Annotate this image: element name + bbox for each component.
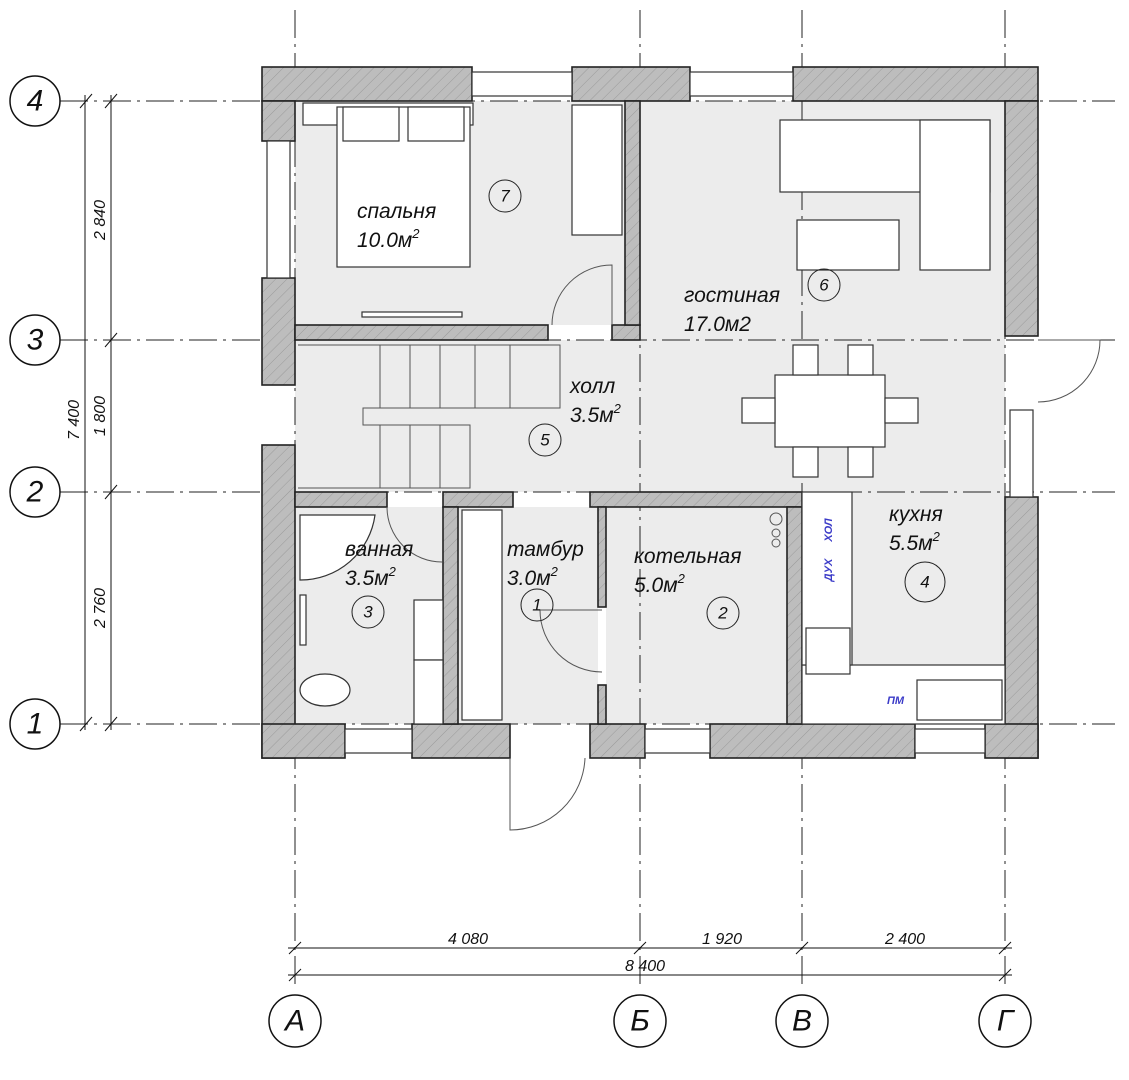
svg-text:холл: холл — [569, 375, 615, 398]
svg-text:В: В — [792, 1005, 812, 1038]
room-kitchen: кухня 5.5м2 4 — [889, 503, 946, 603]
room-bathroom: ванная 3.5м2 3 — [345, 538, 413, 629]
column-axis-markers: А Б В Г — [268, 994, 1032, 1048]
svg-text:спальня: спальня — [357, 200, 436, 223]
svg-text:Б: Б — [630, 1005, 650, 1038]
svg-text:1: 1 — [27, 708, 44, 741]
oven-label: ДУХ — [823, 558, 835, 582]
svg-text:гостиная: гостиная — [684, 284, 780, 307]
fridge-label: ХОЛ — [823, 518, 835, 543]
dim-vertical-3: 2 760 — [92, 588, 109, 629]
svg-text:3.5м2: 3.5м2 — [570, 401, 622, 427]
dim-horizontal-1: 4 080 — [448, 931, 488, 948]
dim-horizontal-3: 2 400 — [884, 931, 925, 948]
svg-text:3.5м2: 3.5м2 — [345, 564, 397, 590]
svg-text:3: 3 — [363, 603, 373, 622]
shower — [299, 514, 376, 581]
room-hall: холл 3.5м2 5 — [528, 375, 622, 457]
svg-text:6: 6 — [819, 276, 829, 295]
svg-text:ванная: ванная — [345, 538, 413, 561]
staircase — [298, 344, 561, 489]
room-living: гостиная 17.0м2 6 — [684, 268, 841, 336]
svg-text:кухня: кухня — [889, 503, 943, 526]
svg-text:5: 5 — [540, 431, 550, 450]
svg-text:тамбур: тамбур — [507, 538, 584, 561]
svg-text:котельная: котельная — [634, 545, 741, 568]
furniture — [298, 102, 1006, 725]
svg-text:1: 1 — [532, 596, 541, 615]
dim-horizontal-2: 1 920 — [702, 931, 742, 948]
stove — [805, 627, 851, 675]
svg-text:5.5м2: 5.5м2 — [889, 529, 941, 555]
appliance-labels: ХОЛ ДУХ ПМ — [823, 518, 905, 707]
svg-text:3.0м2: 3.0м2 — [507, 564, 559, 590]
coffee-table — [796, 219, 900, 271]
svg-text:А: А — [283, 1005, 305, 1038]
svg-text:7: 7 — [500, 187, 510, 206]
svg-text:3: 3 — [27, 324, 44, 357]
svg-text:2: 2 — [717, 604, 728, 623]
room-bedroom: спальня 10.0м2 7 — [357, 179, 522, 252]
dim-total-horizontal: 8 400 — [625, 958, 665, 975]
dim-vertical-2: 1 800 — [92, 396, 109, 436]
room-vestibule: тамбур 3.0м2 1 — [507, 538, 584, 622]
dishwasher-label: ПМ — [887, 695, 905, 707]
svg-text:Г: Г — [997, 1005, 1016, 1038]
dim-total-vertical: 7 400 — [66, 400, 83, 440]
sink — [413, 599, 444, 661]
dim-vertical-1: 2 840 — [92, 200, 109, 241]
wardrobe — [571, 104, 623, 236]
svg-text:10.0м2: 10.0м2 — [357, 226, 420, 252]
svg-text:5.0м2: 5.0м2 — [634, 571, 686, 597]
svg-text:4: 4 — [27, 85, 44, 118]
room-boiler: котельная 5.0м2 2 — [634, 545, 741, 630]
wardrobe-tambour — [461, 509, 503, 721]
toilet — [299, 673, 351, 707]
svg-text:2: 2 — [26, 476, 44, 509]
vertical-dimensions — [79, 93, 118, 732]
walls — [261, 66, 1039, 759]
horizontal-dimensions — [288, 941, 1012, 982]
kitchen-sink — [916, 679, 1003, 721]
row-axis-markers: 4 3 2 1 — [9, 75, 61, 750]
dining-table — [774, 374, 886, 448]
svg-text:17.0м2: 17.0м2 — [684, 313, 751, 336]
windows — [266, 71, 1034, 754]
doors — [386, 264, 1101, 831]
svg-text:4: 4 — [920, 573, 929, 592]
